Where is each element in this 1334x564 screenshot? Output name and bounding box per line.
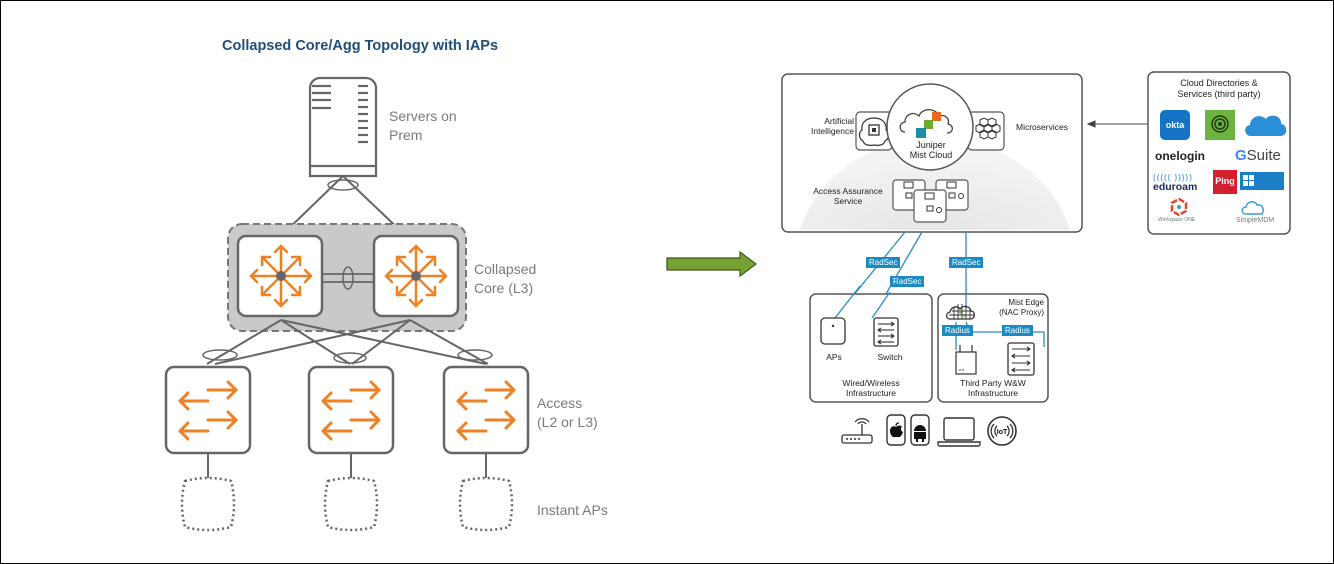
- radsec-tag-switch: RadSec: [890, 276, 925, 287]
- google-g-icon: G: [1235, 147, 1247, 164]
- directory-link: [1086, 120, 1148, 128]
- third-party-ap-icon: [955, 345, 977, 375]
- gsuite-logo: GSuite: [1235, 147, 1281, 164]
- core-router-1: [236, 234, 324, 318]
- access-switch-2: [307, 365, 395, 455]
- govroam-logo: [1205, 110, 1235, 140]
- switch-device-icon: [873, 317, 899, 347]
- switch-arrows-icon: [456, 380, 516, 441]
- laptop-icon: [937, 417, 981, 447]
- ap-links: [207, 453, 487, 480]
- azure-cloud-icon: [1245, 115, 1287, 136]
- azure-logo: [1243, 112, 1287, 143]
- windows-icon: [1243, 175, 1254, 186]
- radsec-tag-aps: RadSec: [866, 257, 901, 268]
- workspace-one-logo: [1170, 197, 1188, 221]
- access-point-icon: [323, 476, 379, 532]
- ap-device-icon: [820, 317, 846, 345]
- label-access-assurance-line1: Access Assurance: [813, 186, 883, 196]
- label-switch: Switch: [877, 352, 903, 362]
- label-mist-cloud: Juniper Mist Cloud: [893, 140, 969, 160]
- cloud-dome: [800, 138, 1070, 230]
- cloud-icon: [899, 108, 954, 134]
- wifi-router-icon: [841, 418, 873, 444]
- label-access: Access (L2 or L3): [537, 394, 598, 432]
- label-mist-cloud-line2: Mist Cloud: [909, 150, 953, 160]
- label-core-line2: Core (L3): [474, 280, 534, 296]
- third-party-switch-icon: [1007, 342, 1035, 376]
- arrow-right-icon: [666, 250, 757, 278]
- label-microservices: Microservices: [1016, 122, 1068, 132]
- simplemdm-cloud-icon: [1241, 201, 1264, 215]
- access-point-icon: [180, 476, 236, 532]
- label-access-line2: (L2 or L3): [537, 414, 598, 430]
- simplemdm-text: SimpleMDM: [1236, 217, 1275, 224]
- label-mist-edge-line1: Mist Edge: [1008, 298, 1044, 307]
- onelogin-logo: onelogin: [1155, 149, 1205, 163]
- mist-logo-square-teal: [916, 128, 926, 138]
- instant-ap-icons: [180, 476, 514, 532]
- label-ai-line2: Intelligence: [810, 126, 854, 136]
- cloud-directories-title-line2: Services (third party): [1177, 89, 1261, 99]
- core-interlink: [322, 266, 374, 290]
- radius-tag-switch: Radius: [1002, 325, 1033, 336]
- android-phone-icon: [910, 414, 930, 446]
- svg-text:IoT: IoT: [997, 429, 1008, 436]
- govroam-icon: [1211, 115, 1229, 133]
- core-access-links: [202, 319, 493, 365]
- label-wired-wireless-line1: Wired/Wireless: [842, 378, 900, 388]
- diagram-title: Collapsed Core/Agg Topology with IAPs: [222, 38, 499, 54]
- label-third-party-infra-line1: Third Party W&W: [960, 378, 1026, 388]
- mist-architecture-diagram: IoT: [781, 71, 1291, 447]
- label-mist-edge-line2: (NAC Proxy): [999, 308, 1044, 317]
- switch-arrows-icon: [178, 380, 238, 441]
- server-icon: [308, 76, 378, 178]
- label-instant-aps: Instant APs: [537, 502, 608, 518]
- label-wired-wireless: Wired/Wireless Infrastructure: [812, 378, 930, 398]
- label-ai-line1: Artificial: [824, 116, 854, 126]
- workspace-one-icon: [1170, 197, 1188, 217]
- eduroam-logo-text: eduroam: [1153, 181, 1198, 193]
- ai-brain-icon: [855, 111, 893, 151]
- label-servers-line1: Servers on: [389, 108, 457, 124]
- label-access-assurance-line2: Service: [833, 196, 863, 206]
- access-assurance-icons: [892, 179, 969, 223]
- access-switch-1: [164, 365, 252, 455]
- label-core: Collapsed Core (L3): [474, 260, 536, 298]
- label-access-line1: Access: [537, 395, 583, 411]
- intune-logo: [1240, 172, 1284, 190]
- left-topology-diagram: [164, 76, 530, 532]
- label-third-party-infra: Third Party W&W Infrastructure: [938, 378, 1048, 398]
- simplemdm-logo: [1240, 200, 1266, 221]
- radsec-tag-edge: RadSec: [949, 257, 984, 268]
- switch-arrows-icon: [321, 380, 381, 441]
- cloud-directories-title: Cloud Directories & Services (third part…: [1150, 78, 1288, 100]
- label-ai: Artificial Intelligence: [802, 116, 854, 136]
- access-switch-3: [442, 365, 530, 455]
- eduroam-logo: ((((( ))))) eduroam: [1153, 174, 1197, 193]
- cloud-directories-title-line1: Cloud Directories &: [1180, 78, 1258, 88]
- radius-tag-ap: Radius: [942, 325, 973, 336]
- workspace-one-text: Workspace ONE: [1158, 217, 1196, 223]
- eduroam-waves-icon: ((((( ))))): [1153, 173, 1193, 182]
- label-servers-line2: Prem: [389, 127, 423, 143]
- label-third-party-infra-line2: Infrastructure: [967, 388, 1019, 398]
- access-point-icon: [458, 476, 514, 532]
- label-aps: APs: [826, 352, 842, 362]
- label-servers: Servers on Prem: [389, 107, 457, 145]
- core-router-2: [372, 234, 460, 318]
- label-access-assurance: Access Assurance Service: [806, 186, 890, 206]
- okta-logo: okta: [1160, 110, 1190, 140]
- label-mist-cloud-line1: Juniper: [916, 140, 946, 150]
- mist-edge-icon: [945, 304, 976, 320]
- label-mist-edge: Mist Edge (NAC Proxy): [992, 298, 1044, 318]
- iot-icon: IoT: [987, 416, 1017, 446]
- label-wired-wireless-line2: Infrastructure: [845, 388, 897, 398]
- mist-logo-square-orange: [932, 112, 941, 121]
- apple-phone-icon: [886, 414, 906, 446]
- label-core-line1: Collapsed: [474, 261, 537, 277]
- ping-logo: Ping: [1213, 170, 1237, 194]
- mist-logo-square-green: [924, 120, 933, 129]
- gsuite-logo-text: Suite: [1246, 147, 1281, 164]
